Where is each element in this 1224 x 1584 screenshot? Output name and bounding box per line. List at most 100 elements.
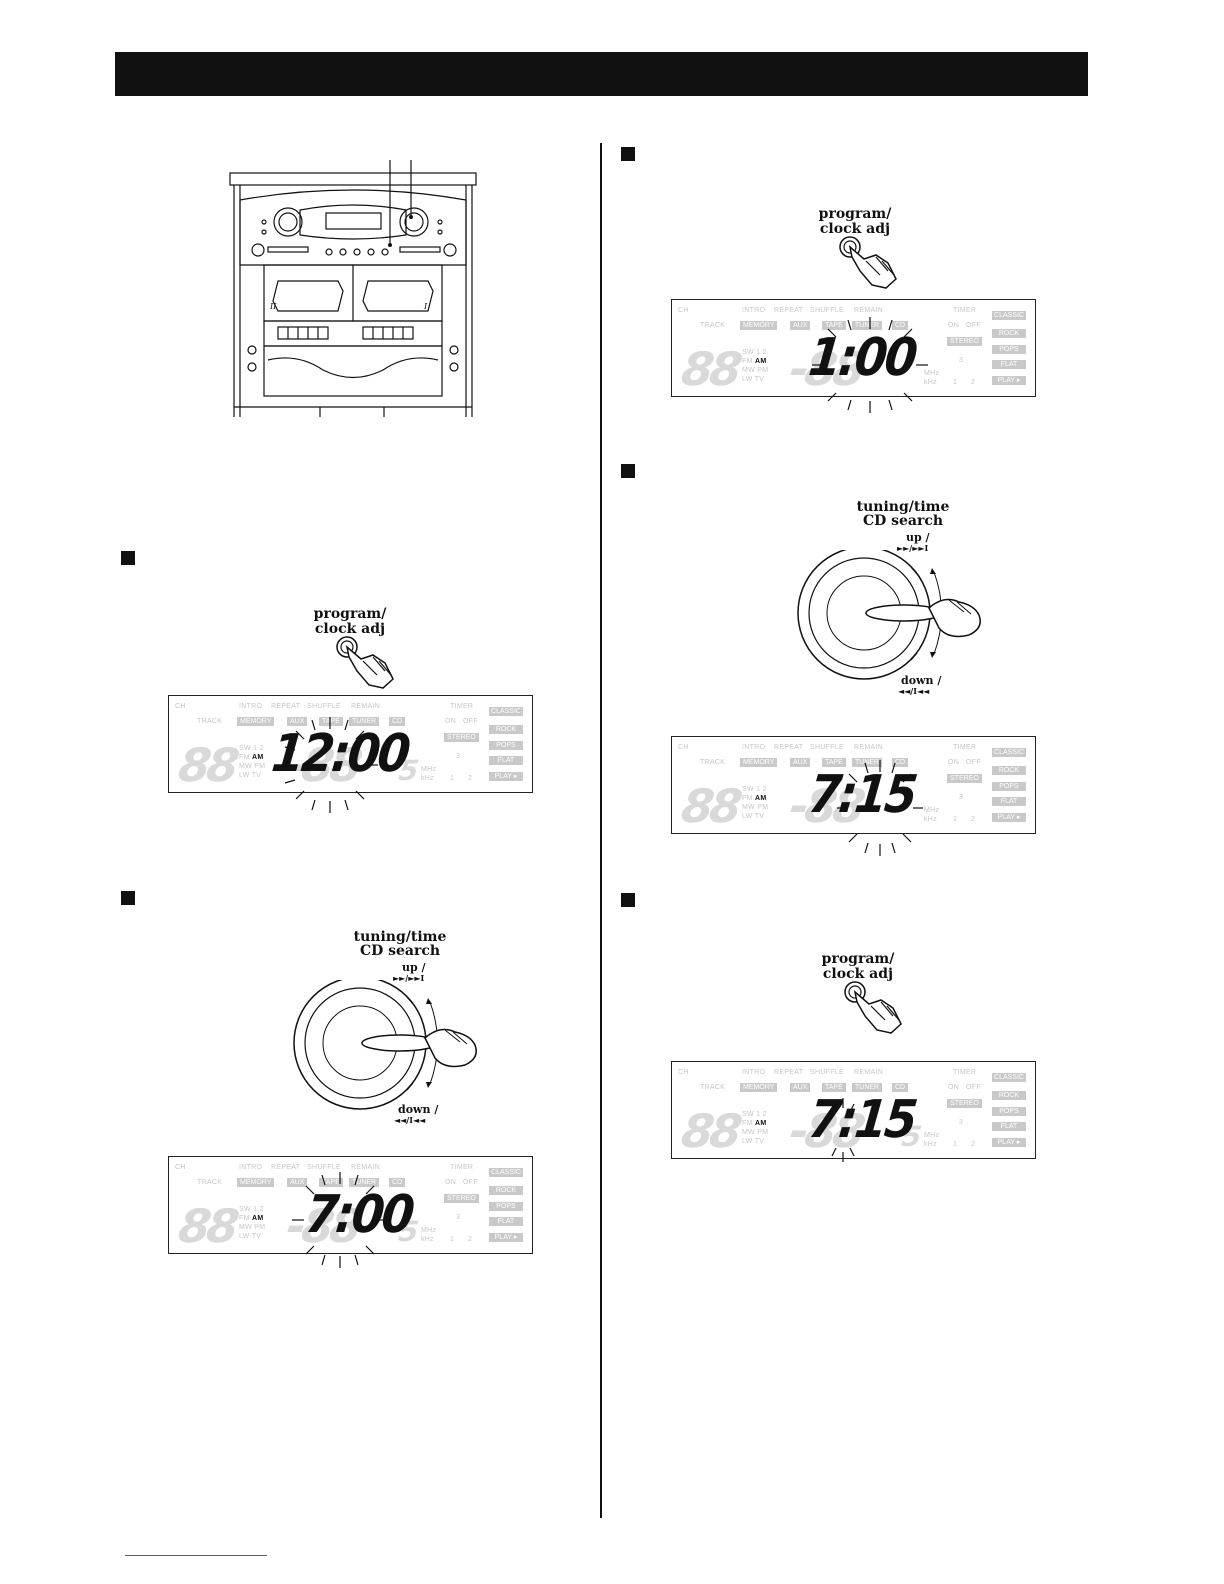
lcd-cd-box: CD xyxy=(892,758,909,767)
lcd-rock-box: ROCK xyxy=(992,766,1026,775)
lcd-track-label: TRACK xyxy=(700,322,726,329)
lcd-mw-pm-label: MW PM xyxy=(742,804,769,811)
lcd-on-label: ON xyxy=(948,1084,960,1091)
lcd-classic-box: CLASSIC xyxy=(489,1168,523,1177)
lcd-play-box: PLAY ▸ xyxy=(992,1138,1026,1147)
lcd-tuner-box: TUNER xyxy=(852,1083,883,1092)
lcd-remain-label: REMAIN xyxy=(854,307,884,314)
lcd-memory-box: MEMORY xyxy=(237,717,275,726)
program-clock-adj-button[interactable] xyxy=(836,235,911,290)
column-divider xyxy=(600,143,602,1518)
lcd-off-label: OFF xyxy=(966,1084,981,1091)
lcd-track-label: TRACK xyxy=(700,1084,726,1091)
lcd-pops-box: POPS xyxy=(992,345,1026,354)
lcd-khz-label: kHz xyxy=(421,1236,434,1243)
lcd-on-label: ON xyxy=(948,322,960,329)
lcd-am-indicator: AM xyxy=(754,1120,767,1127)
lcd-tape-box: TAPE xyxy=(822,758,846,767)
program-clock-adj-label: program/clock adj xyxy=(821,951,895,982)
lcd-off-label: OFF xyxy=(966,759,981,766)
lcd-khz-label: kHz xyxy=(924,1141,937,1148)
lcd-sw-label: SW 1 2 xyxy=(239,745,264,752)
lcd-khz-label: kHz xyxy=(924,816,937,823)
footer-link-line xyxy=(125,1555,267,1556)
blink-burst-icon xyxy=(282,717,378,813)
up-label: up / xyxy=(906,531,930,544)
lcd-cd-box: CD xyxy=(389,717,406,726)
lcd-memory-box: MEMORY xyxy=(740,1083,778,1092)
lcd-fm-am-label: FM AM xyxy=(742,358,767,365)
lcd-lw-tv-label: LW TV xyxy=(239,1233,262,1240)
lcd-aux-box: AUX xyxy=(790,1083,811,1092)
lcd-intro-label: INTRO xyxy=(742,1069,766,1076)
lcd-khz-label: kHz xyxy=(421,775,434,782)
lcd-shuffle-label: SHUFFLE xyxy=(307,1164,341,1171)
lcd-sw-label: SW 1 2 xyxy=(742,786,767,793)
program-clock-adj-label: program/clock adj xyxy=(313,606,387,637)
lcd-timer-label: TIMER xyxy=(450,703,474,710)
lcd-timer-label: TIMER xyxy=(953,1069,977,1076)
lcd-classic-box: CLASSIC xyxy=(992,748,1026,757)
lcd-mw-pm-label: MW PM xyxy=(239,1224,266,1231)
lcd-mhz-label: MHz xyxy=(421,766,437,773)
lcd-pops-box: POPS xyxy=(489,1202,523,1211)
step-marker xyxy=(121,891,135,905)
lcd-time-readout: 7:15 xyxy=(805,1090,918,1150)
lcd-lw-tv-label: LW TV xyxy=(742,1138,765,1145)
lcd-on-label: ON xyxy=(445,718,457,725)
lcd-aux-box: AUX xyxy=(287,717,308,726)
lcd-play-box: PLAY ▸ xyxy=(489,1233,523,1242)
lcd-stereo-box: STEREO xyxy=(947,337,982,346)
lcd-am-indicator: AM xyxy=(754,795,767,802)
lcd-tuner-box: TUNER xyxy=(852,321,883,330)
lcd-intro-label: INTRO xyxy=(742,307,766,314)
blink-burst-icon xyxy=(837,760,923,856)
lcd-aux-box: AUX xyxy=(790,758,811,767)
lcd-display: CH TRACK INTRO REPEAT SHUFFLE REMAIN TIM… xyxy=(671,1061,1036,1159)
tuning-time-knob[interactable] xyxy=(285,980,485,1110)
lcd-track-label: TRACK xyxy=(700,759,726,766)
down-label: down / xyxy=(398,1103,439,1116)
tuning-time-knob[interactable] xyxy=(789,550,989,680)
lcd-flat-box: FLAT xyxy=(992,360,1026,369)
lcd-sw-label: SW 1 2 xyxy=(239,1206,264,1213)
lcd-repeat-label: REPEAT xyxy=(271,1164,301,1171)
lcd-tape-box: TAPE xyxy=(822,321,846,330)
lcd-lw-tv-label: LW TV xyxy=(239,772,262,779)
lcd-fm-am-label: FM AM xyxy=(742,795,767,802)
lcd-tape-box: TAPE xyxy=(822,1083,846,1092)
lcd-circle-2: 2 xyxy=(971,1141,976,1148)
lcd-ch-label: CH xyxy=(678,307,689,314)
program-clock-adj-button[interactable] xyxy=(333,635,408,690)
lcd-tuner-box: TUNER xyxy=(349,1178,380,1187)
lcd-circle-3: 3 xyxy=(959,357,964,364)
down-symbol: ◄◄/I◄◄ xyxy=(898,686,930,696)
lcd-pops-box: POPS xyxy=(992,1107,1026,1116)
lcd-timer-label: TIMER xyxy=(953,307,977,314)
step-marker xyxy=(121,551,135,565)
up-symbol: ►►/►►I xyxy=(393,973,425,983)
lcd-off-label: OFF xyxy=(966,322,981,329)
lcd-repeat-label: REPEAT xyxy=(774,744,804,751)
lcd-ghost-digits: 88 xyxy=(678,779,742,833)
lcd-fm-am-label: FM AM xyxy=(239,1215,264,1222)
lcd-timer-label: TIMER xyxy=(450,1164,474,1171)
lcd-mw-pm-label: MW PM xyxy=(742,367,769,374)
lcd-ch-label: CH xyxy=(175,703,186,710)
lcd-stereo-box: STEREO xyxy=(444,1194,479,1203)
lcd-cd-box: CD xyxy=(892,321,909,330)
lcd-timer-label: TIMER xyxy=(953,744,977,751)
lcd-fm-am-label: FM AM xyxy=(239,754,264,761)
lcd-shuffle-label: SHUFFLE xyxy=(810,1069,844,1076)
lcd-am-indicator: AM xyxy=(754,358,767,365)
lcd-circle-1: 1 xyxy=(953,379,958,386)
lcd-ghost-digits: 88 xyxy=(678,342,742,396)
lcd-flat-box: FLAT xyxy=(992,797,1026,806)
program-clock-adj-button[interactable] xyxy=(841,980,916,1035)
up-label: up / xyxy=(402,961,426,974)
stereo-unit-illustration: II I xyxy=(229,160,477,417)
lcd-ghost-digits: 88 xyxy=(175,1199,239,1253)
lcd-intro-label: INTRO xyxy=(239,1164,263,1171)
